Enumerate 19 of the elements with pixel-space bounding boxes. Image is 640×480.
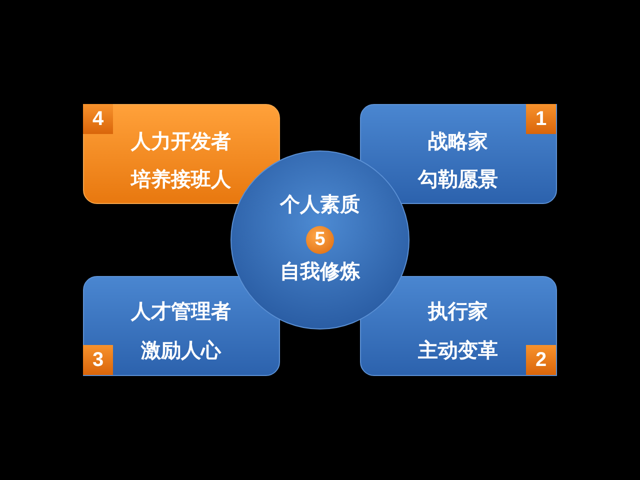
card <box>360 104 557 204</box>
card-text: 人才管理者 <box>131 302 231 322</box>
card <box>83 104 280 204</box>
number-badge: 2 <box>526 345 556 375</box>
number-badge: 3 <box>83 345 113 375</box>
card-text: 执行家 <box>428 302 488 322</box>
card-text: 激励人心 <box>141 341 221 361</box>
card-text: 勾勒愿景 <box>418 170 498 190</box>
card <box>83 276 280 376</box>
circle-text: 个人素质 <box>280 195 360 215</box>
card-text: 战略家 <box>428 132 488 152</box>
card-text: 人力开发者 <box>131 132 231 152</box>
center-circle <box>230 150 410 330</box>
circle-text: 自我修炼 <box>280 262 360 282</box>
card-text: 主动变革 <box>418 341 498 361</box>
number-badge: 4 <box>83 104 113 134</box>
card-text: 培养接班人 <box>131 170 231 190</box>
card <box>360 276 557 376</box>
number-badge: 1 <box>526 104 556 134</box>
